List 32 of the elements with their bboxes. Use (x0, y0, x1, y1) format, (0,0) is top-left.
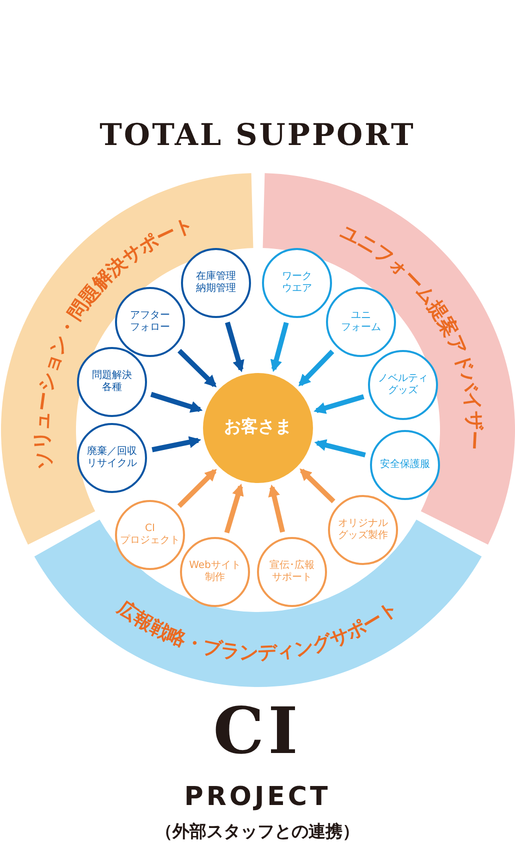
circle-label: ユニフォーム (341, 310, 381, 334)
title-heading: TOTAL SUPPORT (98, 118, 416, 153)
circle-label: お客さま (224, 417, 292, 439)
circle-label: ワークウエア (282, 270, 312, 296)
arrow (298, 350, 334, 386)
service-circle (328, 495, 398, 565)
arrow (177, 468, 217, 508)
arrow (300, 468, 336, 504)
arrow (314, 394, 364, 414)
arrow (314, 439, 366, 458)
circle-label: Webサイト制作 (189, 560, 241, 584)
circle-label: ノベルティグッズ (378, 372, 428, 398)
note-text: （外部スタッフとの連携） (154, 824, 360, 841)
arrow (268, 484, 286, 533)
arrow (178, 348, 217, 388)
arrow (270, 322, 289, 372)
segment-label: 広報戦略・ブランディングサポート (114, 596, 402, 664)
circle-label: 宣伝･広報サポート (270, 560, 314, 584)
circle-label: 廃棄／回収リサイクル (87, 446, 137, 470)
circle-label: 問題解決各種 (92, 370, 132, 394)
circle-label: オリジナルグッズ製作 (338, 518, 388, 542)
heading-text: CI (212, 700, 303, 764)
arrow (150, 392, 203, 413)
customer-circle (203, 373, 313, 483)
arrow (224, 484, 244, 534)
arrow (225, 322, 244, 372)
circle-label: 在庫管理納期管理 (196, 270, 236, 296)
circle-label: アフターフォロー (130, 310, 170, 334)
circle-label: CIプロジェクト (120, 522, 180, 548)
subheading-text: PROJECT (183, 784, 332, 810)
arrow (152, 436, 202, 452)
circle-label: 安全保護服 (380, 458, 430, 472)
